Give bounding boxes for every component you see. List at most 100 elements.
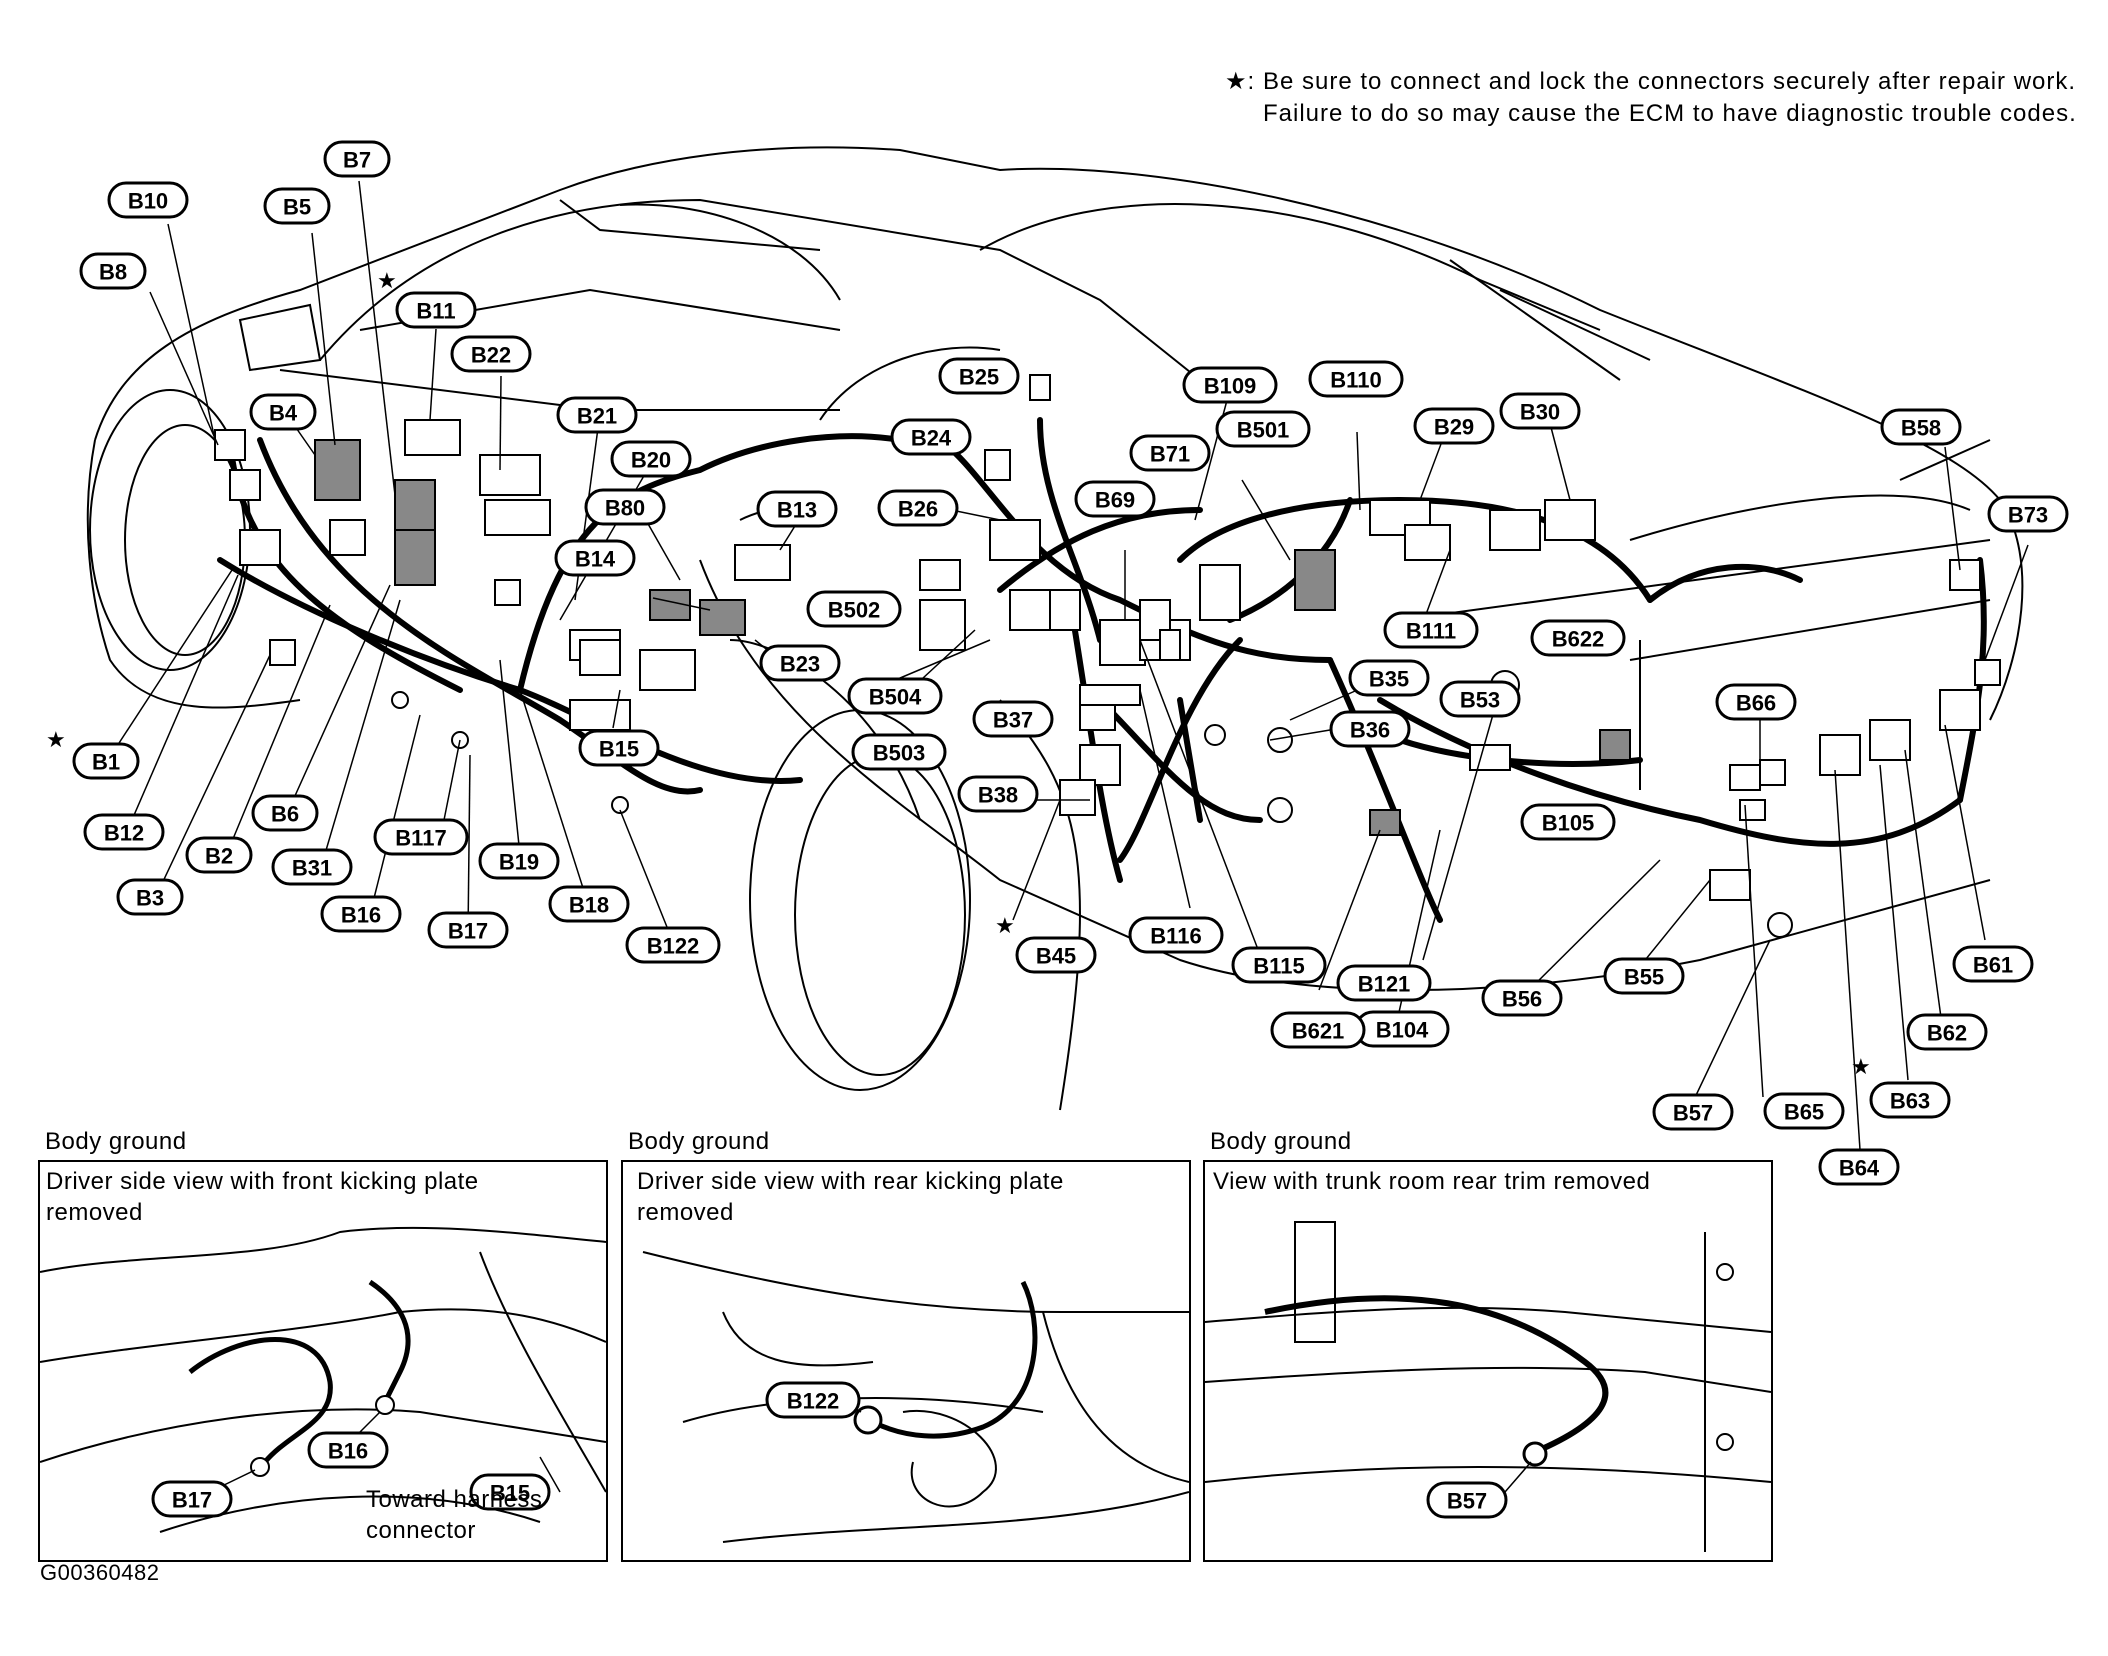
label-bubble (847, 677, 943, 715)
label-bubble (251, 794, 319, 832)
panel-1-label-b15: B15 (469, 1473, 551, 1511)
label-bubble (1499, 392, 1581, 430)
label-text: B26 (898, 497, 938, 522)
panel-1-title: Driver side view with front kicking plat… (46, 1168, 479, 1226)
label-text: B58 (1901, 416, 1941, 441)
connector-label-b56: B56 (1481, 979, 1563, 1017)
connector-label-b12: B12 (83, 813, 165, 851)
connector-label-b501: B501 (1215, 410, 1311, 448)
connector-label-b66: B66 (1715, 683, 1797, 721)
star-mark-b1: ★ (46, 728, 66, 753)
label-text: B622 (1552, 627, 1605, 652)
connector-label-b503: B503 (851, 733, 947, 771)
label-bubble (185, 836, 253, 874)
label-bubble (263, 187, 331, 225)
label-text: B121 (1358, 972, 1411, 997)
label-text: B17 (448, 919, 488, 944)
label-bubble (478, 842, 560, 880)
label-bubble (83, 813, 165, 851)
label-bubble (890, 418, 972, 456)
label-text: B6 (271, 802, 299, 827)
label-bubble (578, 729, 660, 767)
label-bubble (1129, 434, 1211, 472)
connector-label-b8: B8 (79, 252, 147, 290)
connector-label-b14: B14 (554, 539, 636, 577)
connector-label-b18: B18 (548, 885, 630, 923)
connector-label-b80: B80 (584, 488, 666, 526)
connector-label-b122: B122 (625, 926, 721, 964)
panel-2-label-b122: B122 (765, 1381, 861, 1419)
connector-label-b117: B117 (373, 818, 469, 856)
label-text: B105 (1542, 811, 1595, 836)
label-text: B80 (605, 496, 645, 521)
label-bubble (1270, 1011, 1366, 1049)
label-text: B12 (104, 821, 144, 846)
label-bubble (1336, 964, 1432, 1002)
connector-label-b104: B104 (1354, 1010, 1450, 1048)
panel-1-caption: Body ground (45, 1128, 187, 1155)
label-text: B55 (1624, 965, 1664, 990)
label-text: B37 (993, 708, 1033, 733)
connector-label-b29: B29 (1413, 407, 1495, 445)
label-text: B69 (1095, 488, 1135, 513)
label-bubble (1182, 366, 1278, 404)
label-text: B1 (92, 750, 120, 775)
label-bubble (554, 539, 636, 577)
label-text: B65 (1784, 1100, 1824, 1125)
label-bubble (584, 488, 666, 526)
label-text: B53 (1460, 688, 1500, 713)
label-text: B621 (1292, 1019, 1345, 1044)
label-text: B36 (1350, 718, 1390, 743)
label-text: B30 (1520, 400, 1560, 425)
label-text: B57 (1447, 1489, 1487, 1514)
label-text: B16 (328, 1439, 368, 1464)
label-text: B62 (1927, 1021, 1967, 1046)
label-text: B10 (128, 189, 168, 214)
label-text: B56 (1502, 987, 1542, 1012)
connector-label-b502: B502 (806, 590, 902, 628)
connector-label-b105: B105 (1520, 803, 1616, 841)
star-mark-b63: ★ (1851, 1055, 1871, 1080)
label-bubble (427, 911, 509, 949)
label-bubble (151, 1480, 233, 1518)
note-star: ★: (1225, 68, 1256, 95)
label-text: B22 (471, 343, 511, 368)
connector-label-b35: B35 (1348, 659, 1430, 697)
label-text: B21 (577, 404, 617, 429)
label-text: B109 (1204, 374, 1257, 399)
label-bubble (1906, 1013, 1988, 1051)
label-text: B25 (959, 365, 999, 390)
label-bubble (307, 1431, 389, 1469)
figure-code: G00360482 (40, 1560, 160, 1585)
label-bubble (625, 926, 721, 964)
connector-label-b10: B10 (107, 181, 189, 219)
label-bubble (249, 393, 317, 431)
label-text: B503 (873, 741, 926, 766)
label-bubble (107, 181, 189, 219)
connector-label-b110: B110 (1308, 360, 1404, 398)
connector-label-b45: B45 (1015, 936, 1097, 974)
label-bubble (1413, 407, 1495, 445)
label-text: B110 (1330, 368, 1381, 393)
connector-label-b57: B57 (1652, 1093, 1734, 1131)
connector-label-b6: B6 (251, 794, 319, 832)
connector-label-b22: B22 (450, 335, 532, 373)
label-text: B45 (1036, 944, 1076, 969)
connector-label-b111: B111 (1383, 611, 1479, 649)
connector-label-b1: B1 (72, 742, 140, 780)
label-text: B501 (1237, 418, 1290, 443)
label-bubble (1952, 945, 2034, 983)
label-bubble (271, 848, 353, 886)
connector-label-b16: B16 (320, 895, 402, 933)
label-bubble (1329, 710, 1411, 748)
label-text: B8 (99, 260, 127, 285)
label-text: B20 (631, 448, 671, 473)
connector-label-b21: B21 (556, 396, 638, 434)
label-text: B19 (499, 850, 539, 875)
label-text: B502 (828, 598, 881, 623)
label-bubble (1074, 480, 1156, 518)
label-text: B7 (343, 148, 371, 173)
connector-label-b622: B622 (1530, 619, 1626, 657)
